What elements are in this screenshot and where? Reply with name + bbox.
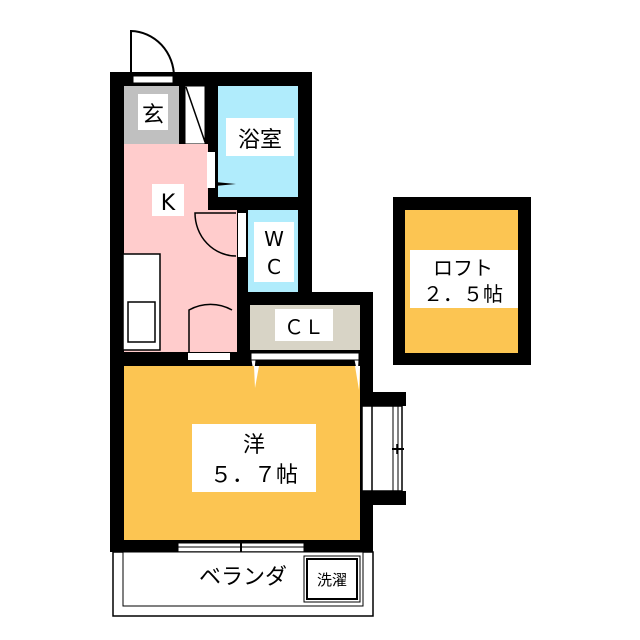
wall-bay-top (360, 392, 406, 406)
loft-label: ロフト (433, 256, 493, 280)
kitchen-sink (127, 301, 156, 343)
entrance-door (130, 29, 175, 78)
kitchen-label: K (161, 191, 176, 216)
bath-label: 浴室 (238, 128, 282, 153)
kitchen-room-door (188, 353, 230, 360)
laundry-label: 洗濯 (317, 571, 347, 589)
western-label: 洋 (243, 433, 265, 458)
entrance-opening (132, 75, 174, 84)
wc-label-w: W (264, 227, 284, 251)
closet-label: ＣＬ (284, 315, 324, 339)
wall-bay-bottom (360, 491, 406, 505)
veranda-label: ベランダ (199, 565, 287, 590)
wc-door (238, 213, 246, 257)
wc-label-c: C (267, 255, 281, 279)
bath-door (207, 152, 215, 188)
bay-window (361, 405, 404, 492)
western-size: ５．７帖 (210, 463, 298, 488)
genkan-label: 玄 (142, 103, 164, 128)
closet-door (250, 352, 360, 361)
loft-size: ２．５帖 (423, 282, 503, 306)
